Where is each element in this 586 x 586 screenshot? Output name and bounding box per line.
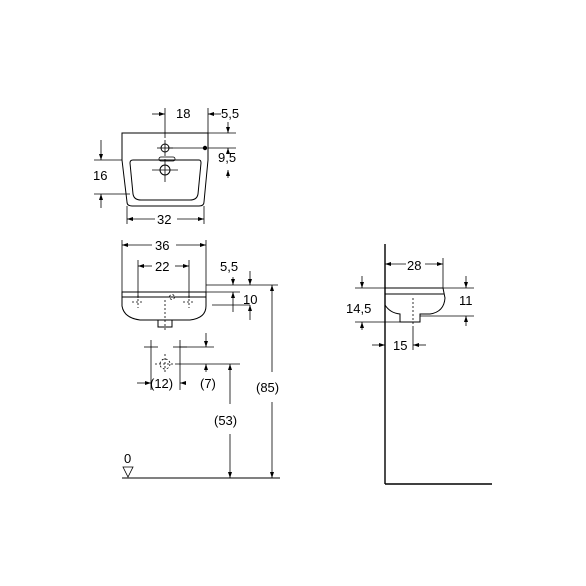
top-view-basin-outline	[121, 132, 209, 207]
side-view-basin-outline	[384, 287, 446, 323]
floor-level-symbol	[122, 466, 134, 478]
dim-rim-height: (85)	[256, 380, 279, 395]
top-view-overflow	[158, 156, 176, 162]
dim-front-height: 10	[243, 292, 257, 307]
side-view: 28 14,5 11 15	[346, 244, 492, 485]
dim-projection: 28	[407, 258, 421, 273]
front-view-fixing-left	[132, 295, 144, 308]
dim-waste-offset: 15	[393, 338, 407, 353]
front-view-basin-outline	[121, 291, 207, 321]
top-view-bowl	[129, 159, 202, 201]
dim-front-width: 36	[155, 238, 169, 253]
dim-depth: 16	[93, 168, 107, 183]
floor-level-label: 0	[124, 451, 131, 466]
supply-center	[155, 354, 175, 374]
front-view-fixing-right	[183, 295, 195, 308]
dim-width: 32	[157, 212, 171, 227]
dim-fixing-spacing: 22	[155, 259, 169, 274]
dim-supply-height: (53)	[214, 413, 237, 428]
dim-supply-spacing: (12)	[150, 376, 173, 391]
dim-top-offset: 5,5	[220, 259, 238, 274]
dim-tap-offset: 18	[176, 106, 190, 121]
dim-side-depth-right: 11	[459, 293, 473, 308]
dim-supply-offset: (7)	[200, 376, 216, 391]
dim-right-offset: 5,5	[221, 106, 239, 121]
front-view-waste	[157, 320, 173, 328]
top-view: 18 5,5 9,5 16 32	[93, 106, 239, 227]
supply-left	[144, 340, 158, 354]
dim-side-depth-left: 14,5	[346, 301, 371, 316]
front-view: 36 22 5,5 10	[121, 238, 280, 479]
dim-tap-depth: 9,5	[218, 150, 236, 165]
